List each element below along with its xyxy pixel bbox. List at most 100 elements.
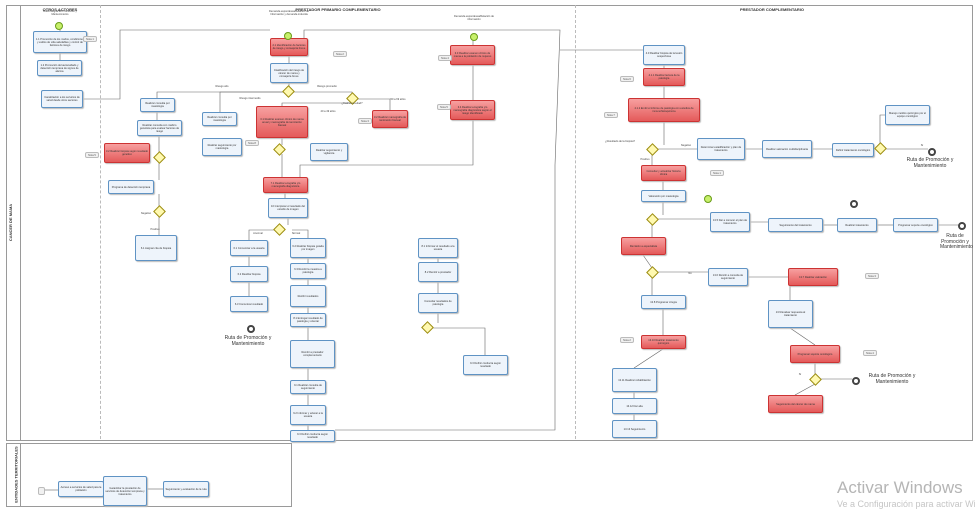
task-box[interactable]: Canalización a los servicios de salud de… [41, 90, 83, 108]
task-box[interactable]: 9.1 Realizar consulta de seguimiento [290, 380, 326, 394]
lane-title-prestador-primario: PRESTADOR PRIMARIO COMPLEMENTARIO [295, 7, 381, 12]
task-box[interactable]: Manejo médico quirúrgico por el equipo o… [885, 105, 930, 125]
task-box[interactable]: 13.8 Programar cirugía [641, 295, 686, 309]
flow-label: Sí [920, 144, 924, 147]
task-box[interactable]: Recibir resultados [290, 285, 326, 307]
annotation-note: Nota 1 [710, 170, 724, 176]
task-box[interactable]: 13.12 Dar alta [612, 398, 657, 414]
task-box[interactable]: 1.1 Promoción de los modos, condiciones … [33, 31, 87, 53]
task-box[interactable]: 9.2 Informar y educar a la usuaria [290, 405, 326, 425]
sequence-flow [428, 327, 486, 355]
flow-label: ¿Cuál es la edad? [341, 102, 363, 105]
flow-label: Riesgo intermedio [239, 97, 261, 100]
annotation-note: Nota 6 [620, 76, 634, 82]
task-box[interactable]: 6.3 Comunicar resultado [230, 296, 268, 312]
end-label: Ruta de Promoción y Mantenimiento [906, 157, 954, 169]
annotation-note: Nota 5 [85, 152, 99, 158]
flow-label: Positivo [150, 228, 160, 231]
task-box[interactable]: 13.10 Realizar tratamiento quirúrgico [641, 335, 686, 349]
start-label: Demanda espontánea/Relación de Informaci… [269, 10, 309, 16]
task-box[interactable]: Realizar tratamiento [837, 218, 877, 232]
sequence-flow [219, 91, 289, 112]
data-object-icon [38, 487, 45, 495]
task-box[interactable]: Realizar consulta por mastología [202, 112, 237, 126]
flow-label: 40 a 49 años [320, 110, 336, 113]
task-box[interactable]: 2.1 Identificación de factores de riesgo… [270, 38, 308, 56]
task-box[interactable]: Programar soporte oncológico [790, 345, 840, 363]
task-box[interactable]: 3.2 Realizar biopsia según resultado gen… [104, 143, 150, 163]
lane-divider [575, 5, 576, 439]
task-box[interactable]: 6.1 Comunicar a la usuaria [230, 240, 268, 256]
task-box[interactable]: 7.1 Realizar ecografía y/o mamografía di… [263, 177, 308, 193]
annotation-note: Nota 3 [865, 273, 879, 279]
task-box[interactable]: Determinar estadificación y plan de trat… [697, 138, 745, 160]
start-event-icon [704, 195, 712, 203]
task-box[interactable]: Seguimiento del tratamiento [768, 218, 823, 232]
task-box[interactable]: Acceso a servicios de salud para la pobl… [58, 481, 104, 497]
lane-title-prestador-complementario: PRESTADOR COMPLEMENTARIO [739, 7, 805, 12]
task-box[interactable]: Consultar resultados de patología [418, 293, 458, 313]
task-box[interactable]: Remisión a especialista [621, 237, 666, 255]
task-box[interactable]: Realizar consulta por mastología [140, 98, 175, 112]
windows-activation-subtext: Ve a Configuración para activar Windows. [837, 499, 975, 509]
task-box[interactable]: 9.3 Definir conducta según resultado [463, 355, 508, 375]
lane-label-strip [6, 5, 21, 441]
task-box[interactable]: 8.1 Entregar resultado de patología y or… [290, 313, 326, 327]
start-label: Ruta Integral de Promoción y Mantenimien… [43, 10, 77, 16]
end-event-icon [850, 200, 858, 208]
task-box[interactable]: 13.13 Seguimiento [612, 420, 657, 438]
flow-label: 50 a 69 años [390, 98, 406, 101]
task-box[interactable]: 6.2 Realizar biopsia guiada por imagen [290, 238, 326, 258]
annotation-note: Nota 2 [333, 51, 347, 57]
task-box[interactable]: 4.0 Realizar biopsia de la lesión sospec… [643, 45, 685, 65]
task-box[interactable]: Realizar seguimiento y vigilancia [310, 143, 348, 161]
task-box[interactable]: 13.6 Remitir a consulta de seguimiento [708, 268, 748, 286]
end-event-icon [928, 148, 936, 156]
task-box[interactable]: 1.2 Promoción del autocuidado y detecció… [37, 60, 82, 76]
task-box[interactable]: Realizar consulta con médico genetista p… [137, 120, 182, 136]
task-box[interactable]: Programa de detección temprana [108, 180, 154, 194]
task-box[interactable]: 6.3 Remitir la muestra a patología [290, 263, 326, 279]
sequence-flow [794, 383, 816, 396]
sequence-flow [83, 29, 270, 100]
annotation-note: Nota 5 [437, 104, 451, 110]
sequence-flow [299, 120, 474, 177]
task-box[interactable]: 13.11 Realizar rehabilitación [612, 368, 657, 392]
flow-label: Sí [798, 373, 802, 376]
task-box[interactable]: Seguimiento y evaluación de la ruta [163, 481, 209, 497]
task-box[interactable]: 9.3 Definir conducta según resultado [290, 430, 335, 442]
task-box[interactable]: 3.4 Realizar ecografía y/o mamografía di… [450, 100, 495, 120]
task-box[interactable]: Programar soporte oncológico [893, 218, 938, 232]
task-box[interactable]: Consultar y actualizar historia clínica [641, 165, 686, 181]
flow-label: Riesgo alto [215, 85, 229, 88]
start-event-icon [470, 33, 478, 41]
task-box[interactable]: Clasificación del riesgo de cáncer de ma… [270, 63, 308, 83]
task-box[interactable]: 6.2 Realizar biopsia [230, 266, 268, 282]
task-box[interactable]: 13.7 Realizar valoración [788, 268, 838, 286]
task-box[interactable]: Realizar seguimiento por mastología [202, 138, 242, 156]
annotation-note: Nota 8 [245, 140, 259, 146]
task-box[interactable]: Garantizar la prestación de servicios de… [103, 476, 147, 506]
task-box[interactable]: Definir tratamiento oncológico [832, 143, 874, 157]
annotation-note: Nota 7 [604, 112, 618, 118]
task-box[interactable]: Valoración por mastología [641, 190, 686, 202]
task-box[interactable]: Seguimiento del cáncer de mama [768, 395, 823, 413]
task-box[interactable]: 8.2 Remitir a prestador [418, 262, 458, 282]
task-box[interactable]: Realizar valoración multidisciplinaria [762, 140, 812, 158]
sequence-flow [633, 348, 664, 369]
task-box[interactable]: 8.1 Informar el resultado a la usuaria [418, 238, 458, 258]
task-box[interactable]: 13.5 Dar a conocer el plan de tratamient… [710, 212, 750, 232]
task-box[interactable]: 4.1.1 Realizar lectura de la patología [643, 68, 685, 86]
task-box[interactable]: 4.1.2 Emitir el informe de patología con… [628, 98, 700, 122]
task-box[interactable]: 3.1 Realizar examen clínico de mama anua… [256, 106, 308, 138]
task-box[interactable]: 6.1 Asignar cita de biopsia [135, 235, 177, 261]
task-box[interactable]: 13.9 Evaluar respuesta al tratamiento [768, 300, 813, 328]
flow-label: Anormal [253, 232, 263, 235]
task-box[interactable]: 3.3 Realizar examen clínico de mama a la… [450, 45, 495, 65]
end-event-icon [958, 222, 966, 230]
task-box[interactable]: 3.2 Realizar mamografía de tamización bi… [372, 110, 408, 128]
task-box[interactable]: 10 Interpretar el resultado del estudio … [268, 198, 308, 218]
sequence-flow [642, 254, 653, 269]
task-box[interactable]: Remitir a prestador complementario [290, 340, 335, 368]
bottom-pool [6, 443, 292, 507]
